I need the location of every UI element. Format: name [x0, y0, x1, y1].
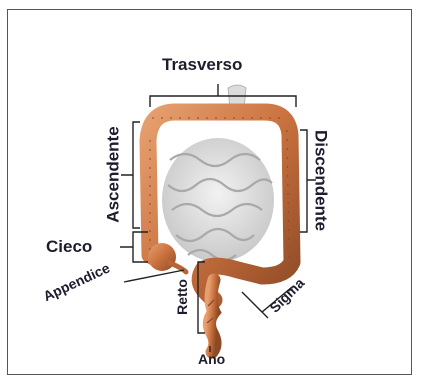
label-retto: Retto: [175, 277, 189, 317]
label-discendente: Discendente: [313, 122, 330, 240]
label-ano: Ano: [198, 352, 225, 366]
rectum-shape: [209, 280, 215, 352]
label-trasverso: Trasverso: [162, 56, 242, 73]
label-ascendente: Ascendente: [105, 125, 122, 225]
label-cieco: Cieco: [46, 238, 92, 255]
ascendente-bracket: [121, 122, 140, 228]
